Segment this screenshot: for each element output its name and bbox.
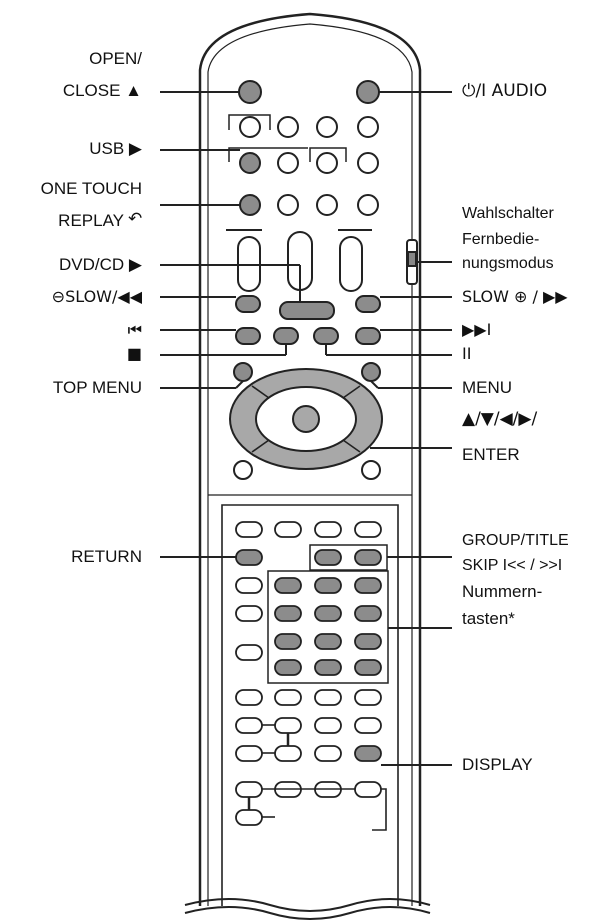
menu-label: MENU — [462, 378, 513, 397]
prev-button — [235, 327, 261, 345]
display-label: DISPLAY — [462, 755, 533, 774]
menu-button — [361, 362, 381, 382]
number-keys-label-line2: tasten* — [462, 609, 515, 628]
stop-label: ■ — [126, 344, 142, 363]
btn-r2-4 — [357, 116, 379, 138]
open-close-button — [238, 80, 262, 104]
open-close-label-line2: CLOSE ▲ — [62, 81, 142, 100]
pause-label: II — [462, 344, 472, 363]
slow-plus-label: SLOW ⊕ / ▶▶ — [462, 287, 568, 306]
group-title-label-line2: SKIP I<< / >>I — [462, 557, 563, 574]
callout-lines — [160, 91, 452, 766]
dvd-cd-button — [279, 301, 335, 320]
slow-minus-label: ⊖SLOW/◀◀ — [51, 287, 142, 306]
top-menu-button — [233, 362, 253, 382]
nav-seg-2 — [342, 385, 361, 399]
open-close-label-line1: OPEN/ — [89, 49, 142, 68]
mode-switch-label-line2: Fernbedie- — [462, 231, 540, 248]
btn-below-nav-left — [233, 460, 253, 480]
nav-seg-3 — [251, 439, 270, 453]
btn-r3-3 — [316, 152, 338, 174]
prev-label: ⏮ — [127, 320, 142, 339]
btn-r3-2 — [277, 152, 299, 174]
lower-panel — [221, 504, 399, 906]
replay-arrow-icon: ↶ — [128, 209, 143, 229]
btn-r3-4 — [357, 152, 379, 174]
power-button — [356, 80, 380, 104]
enter-button — [292, 405, 320, 433]
top-menu-label: TOP MENU — [52, 378, 142, 397]
btn-r4-4 — [357, 194, 379, 216]
lower-panel-keys — [235, 521, 382, 826]
bracket-2 — [228, 147, 308, 162]
cursor-keys-label: ▲/▼/◀/▶/ — [462, 409, 538, 429]
pause-button — [313, 327, 339, 345]
enter-label: ENTER — [462, 445, 520, 464]
group-title-skip-right — [354, 549, 382, 566]
mode-switch-knob — [407, 251, 417, 267]
usb-label: USB ▶ — [89, 139, 142, 158]
group-title-label-line1: GROUP/TITLE — [462, 532, 569, 549]
bracket-1 — [228, 114, 271, 130]
slow-plus-button — [355, 295, 381, 313]
usb-button — [239, 152, 261, 174]
next-button — [355, 327, 381, 345]
return-label: RETURN — [71, 547, 142, 566]
group-title-skip-left — [314, 549, 342, 566]
slow-minus-button — [235, 295, 261, 313]
return-button — [235, 549, 263, 566]
mode-switch-label-line3: nungsmodus — [462, 255, 554, 272]
one-touch-label-line1: ONE TOUCH — [40, 179, 142, 198]
remote-body-inner-edge — [207, 23, 413, 906]
btn-r2-2 — [277, 116, 299, 138]
bottom-cut-2 — [184, 906, 431, 920]
pill-right — [339, 236, 363, 292]
btn-r2-3 — [316, 116, 338, 138]
next-label: ▶▶I — [462, 320, 492, 339]
bottom-cut — [184, 898, 431, 912]
number-keys-label-line1: Nummern- — [462, 582, 543, 601]
btn-below-nav-right — [361, 460, 381, 480]
btn-r4-2 — [277, 194, 299, 216]
stop-button — [273, 327, 299, 345]
power-audio-label: ⏻/I AUDIO — [462, 81, 548, 101]
mode-switch-label-line1: Wahlschalter — [462, 205, 554, 222]
dvd-cd-label: DVD/CD ▶ — [59, 255, 142, 274]
btn-r4-3 — [316, 194, 338, 216]
btn-r2-1 — [239, 116, 261, 138]
nav-seg-4 — [342, 439, 361, 453]
nav-seg-1 — [251, 385, 270, 399]
one-touch-label-line2: REPLAY — [58, 211, 124, 230]
display-button — [354, 745, 382, 762]
one-touch-replay-button — [239, 194, 261, 216]
bracket-3 — [309, 147, 347, 162]
